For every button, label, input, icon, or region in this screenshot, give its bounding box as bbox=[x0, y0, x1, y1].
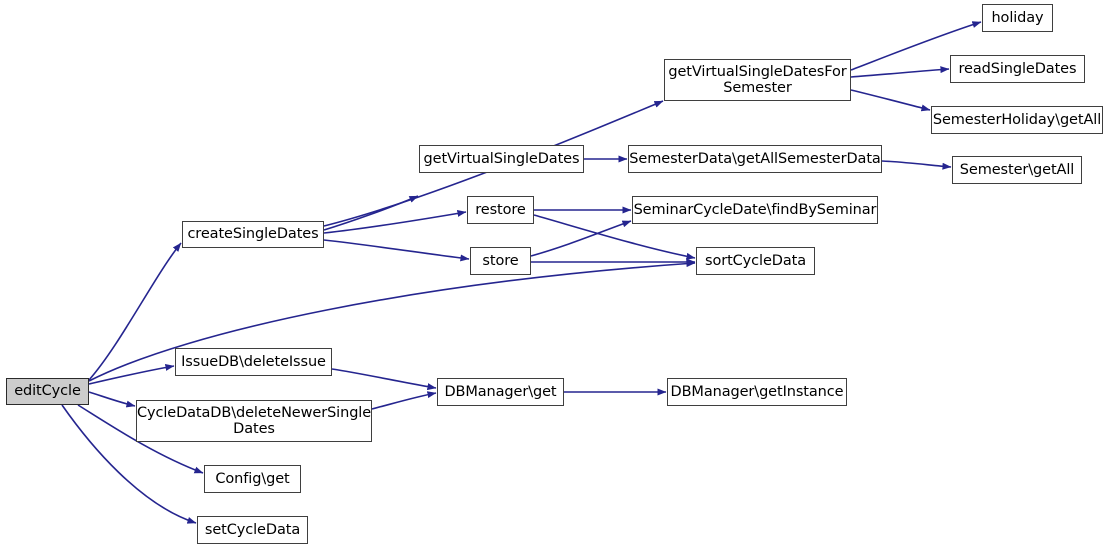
graph-node-createSingleDates[interactable]: createSingleDates bbox=[182, 221, 324, 248]
graph-edge-CycleDataDBDelete-to-DBManagerGet bbox=[371, 391, 437, 410]
graph-edge-createSingleDates-to-getVirtualSingleDates bbox=[323, 195, 419, 231]
graph-node-SeminarCycleDateFind[interactable]: SeminarCycleDate\findBySeminar bbox=[632, 196, 878, 224]
graph-node-holiday[interactable]: holiday bbox=[982, 4, 1053, 32]
graph-edge-getVirtualSingleDatesForSemester-to-readSingleDates bbox=[850, 66, 950, 78]
graph-edge-editCycle-to-createSingleDates bbox=[88, 242, 182, 381]
graph-node-sortCycleData[interactable]: sortCycleData bbox=[696, 247, 815, 275]
graph-edge-store-to-SeminarCycleDateFind bbox=[530, 220, 632, 257]
graph-edge-IssueDBDeleteIssue-to-DBManagerGet bbox=[331, 368, 437, 391]
graph-node-getVirtualSingleDates[interactable]: getVirtualSingleDates bbox=[419, 145, 584, 173]
graph-edge-createSingleDates-to-restore bbox=[323, 209, 467, 234]
graph-node-DBManagerGet[interactable]: DBManager\get bbox=[437, 378, 564, 406]
graph-edge-SemesterDataGetAll-to-SemesterGetAll bbox=[881, 160, 952, 170]
graph-node-SemesterGetAll[interactable]: Semester\getAll bbox=[952, 156, 1082, 184]
graph-edge-getVirtualSingleDatesForSemester-to-SemesterHolidayGetAll bbox=[850, 89, 931, 112]
graph-edge-editCycle-to-CycleDataDBDelete bbox=[88, 391, 136, 408]
graph-node-readSingleDates[interactable]: readSingleDates bbox=[950, 55, 1085, 83]
graph-node-store[interactable]: store bbox=[470, 247, 531, 275]
graph-edge-editCycle-to-IssueDBDeleteIssue bbox=[88, 364, 175, 385]
graph-node-editCycle[interactable]: editCycle bbox=[6, 378, 89, 405]
graph-node-SemesterHolidayGetAll[interactable]: SemesterHoliday\getAll bbox=[931, 106, 1103, 134]
graph-node-SemesterDataGetAll[interactable]: SemesterData\getAllSemesterData bbox=[628, 145, 882, 173]
graph-edge-createSingleDates-to-store bbox=[323, 239, 470, 262]
graph-node-IssueDBDeleteIssue[interactable]: IssueDB\deleteIssue bbox=[175, 348, 332, 376]
graph-node-setCycleData[interactable]: setCycleData bbox=[197, 516, 308, 544]
graph-node-ConfigGet[interactable]: Config\get bbox=[204, 465, 301, 493]
graph-node-CycleDataDBDelete[interactable]: CycleDataDB\deleteNewerSingle Dates bbox=[136, 400, 372, 442]
graph-node-DBManagerGetInstance[interactable]: DBManager\getInstance bbox=[667, 378, 847, 406]
graph-node-restore[interactable]: restore bbox=[467, 196, 534, 224]
graph-node-getVirtualSingleDatesForSemester[interactable]: getVirtualSingleDatesFor Semester bbox=[664, 59, 851, 101]
